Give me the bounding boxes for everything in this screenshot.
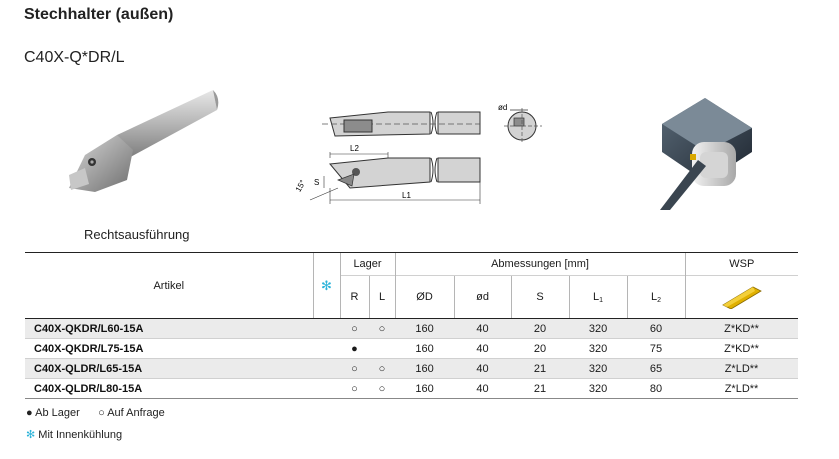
- header-lager: Lager: [339, 252, 396, 276]
- technical-drawing: ød L2 L1 S 15°: [294, 103, 542, 204]
- insert-icon: [721, 286, 762, 309]
- legend-stock: ● Ab Lager ○ Auf Anfrage: [26, 407, 165, 419]
- drawing-l1-label: L1: [402, 191, 411, 200]
- header-l2: L2: [626, 275, 686, 319]
- header-od-outer: ØD: [394, 275, 455, 319]
- header-wsp: WSP: [684, 252, 799, 276]
- filled-circle-icon: ●: [26, 407, 33, 419]
- holder-photo: [69, 90, 219, 192]
- header-r: R: [339, 275, 369, 319]
- drawing-angle-label: 15°: [294, 178, 308, 193]
- header-s: S: [510, 275, 570, 319]
- header-l1: L1: [568, 275, 628, 319]
- header-article: Artikel: [25, 252, 313, 319]
- spec-table: Artikel ✻ Lager Abmessungen [mm] WSP R L…: [25, 252, 799, 399]
- header-od-inner: ød: [453, 275, 512, 319]
- open-circle-icon: ○: [98, 407, 105, 419]
- cooling-icon: ✻: [26, 429, 36, 441]
- header-l: L: [368, 275, 396, 319]
- cooling-icon: ✻: [321, 277, 332, 293]
- product-code: C40X-Q*DR/L: [24, 49, 125, 66]
- header-abmessungen: Abmessungen [mm]: [394, 252, 686, 276]
- version-caption: Rechtsausführung: [84, 227, 190, 242]
- application-photo: [660, 98, 752, 210]
- legend-cooling: ✻ Mit Innenkühlung: [26, 429, 123, 441]
- drawing-s-label: S: [314, 178, 319, 187]
- drawing-od-label: ød: [498, 103, 507, 112]
- drawing-l2-label: L2: [350, 144, 359, 153]
- page-title: Stechhalter (außen): [24, 6, 174, 23]
